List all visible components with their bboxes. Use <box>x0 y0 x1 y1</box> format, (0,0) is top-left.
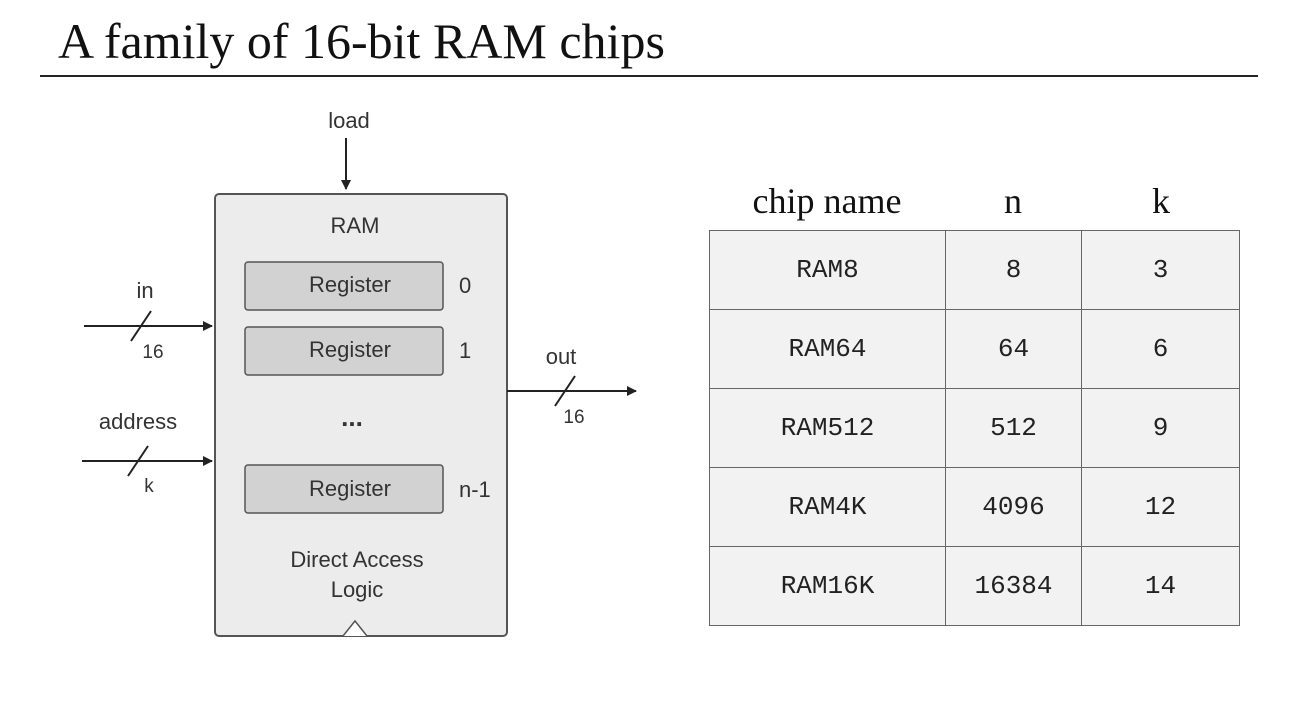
table-row: RAM512 512 9 <box>709 388 1240 468</box>
load-label: load <box>328 108 370 133</box>
register-0: Register <box>244 261 444 311</box>
chip-name-cell: RAM8 <box>709 230 946 310</box>
in-bus-slash <box>130 310 152 342</box>
out-bus-slash <box>554 375 576 407</box>
n-cell: 4096 <box>945 467 1082 547</box>
register-ellipsis: ... <box>341 402 363 432</box>
chip-name-cell: RAM4K <box>709 467 946 547</box>
address-width-label: k <box>144 476 154 497</box>
clock-triangle-icon <box>342 619 368 637</box>
register-1: Register <box>244 326 444 376</box>
out-width-label: 16 <box>563 407 584 428</box>
in-width-label: 16 <box>142 342 163 363</box>
register-0-label: Register <box>309 272 391 297</box>
logic-label-line2: Logic <box>331 577 384 602</box>
k-cell: 9 <box>1081 388 1240 468</box>
title-underline <box>40 75 1258 77</box>
table-row: RAM16K 16384 14 <box>709 546 1240 626</box>
k-cell: 3 <box>1081 230 1240 310</box>
k-cell: 12 <box>1081 467 1240 547</box>
register-0-index: 0 <box>459 273 471 298</box>
column-header-chip-name: chip name <box>752 181 902 221</box>
chip-name-cell: RAM64 <box>709 309 946 389</box>
n-cell: 8 <box>945 230 1082 310</box>
table-row: RAM64 64 6 <box>709 309 1240 389</box>
register-1-label: Register <box>309 337 391 362</box>
n-cell: 512 <box>945 388 1082 468</box>
n-cell: 16384 <box>945 546 1082 626</box>
table-row: RAM4K 4096 12 <box>709 467 1240 547</box>
n-cell: 64 <box>945 309 1082 389</box>
column-header-k: k <box>1152 181 1170 221</box>
logic-label-line1: Direct Access <box>290 547 423 572</box>
table-row: RAM8 8 3 <box>709 230 1240 310</box>
register-n-1: Register <box>244 464 444 514</box>
k-cell: 14 <box>1081 546 1240 626</box>
ram-chip-label: RAM <box>331 213 380 238</box>
slide-title: A family of 16-bit RAM chips <box>58 13 665 69</box>
in-label: in <box>136 278 153 303</box>
register-n-1-index: n-1 <box>459 477 491 502</box>
column-header-n: n <box>1004 181 1022 221</box>
address-label: address <box>99 409 177 434</box>
chip-name-cell: RAM512 <box>709 388 946 468</box>
address-bus-slash <box>127 445 149 477</box>
out-label: out <box>546 344 577 369</box>
register-1-index: 1 <box>459 338 471 363</box>
chip-name-cell: RAM16K <box>709 546 946 626</box>
register-n-1-label: Register <box>309 476 391 501</box>
ram-chip-table: RAM8 8 3 RAM64 64 6 RAM512 512 9 RAM4K 4… <box>709 230 1240 626</box>
k-cell: 6 <box>1081 309 1240 389</box>
